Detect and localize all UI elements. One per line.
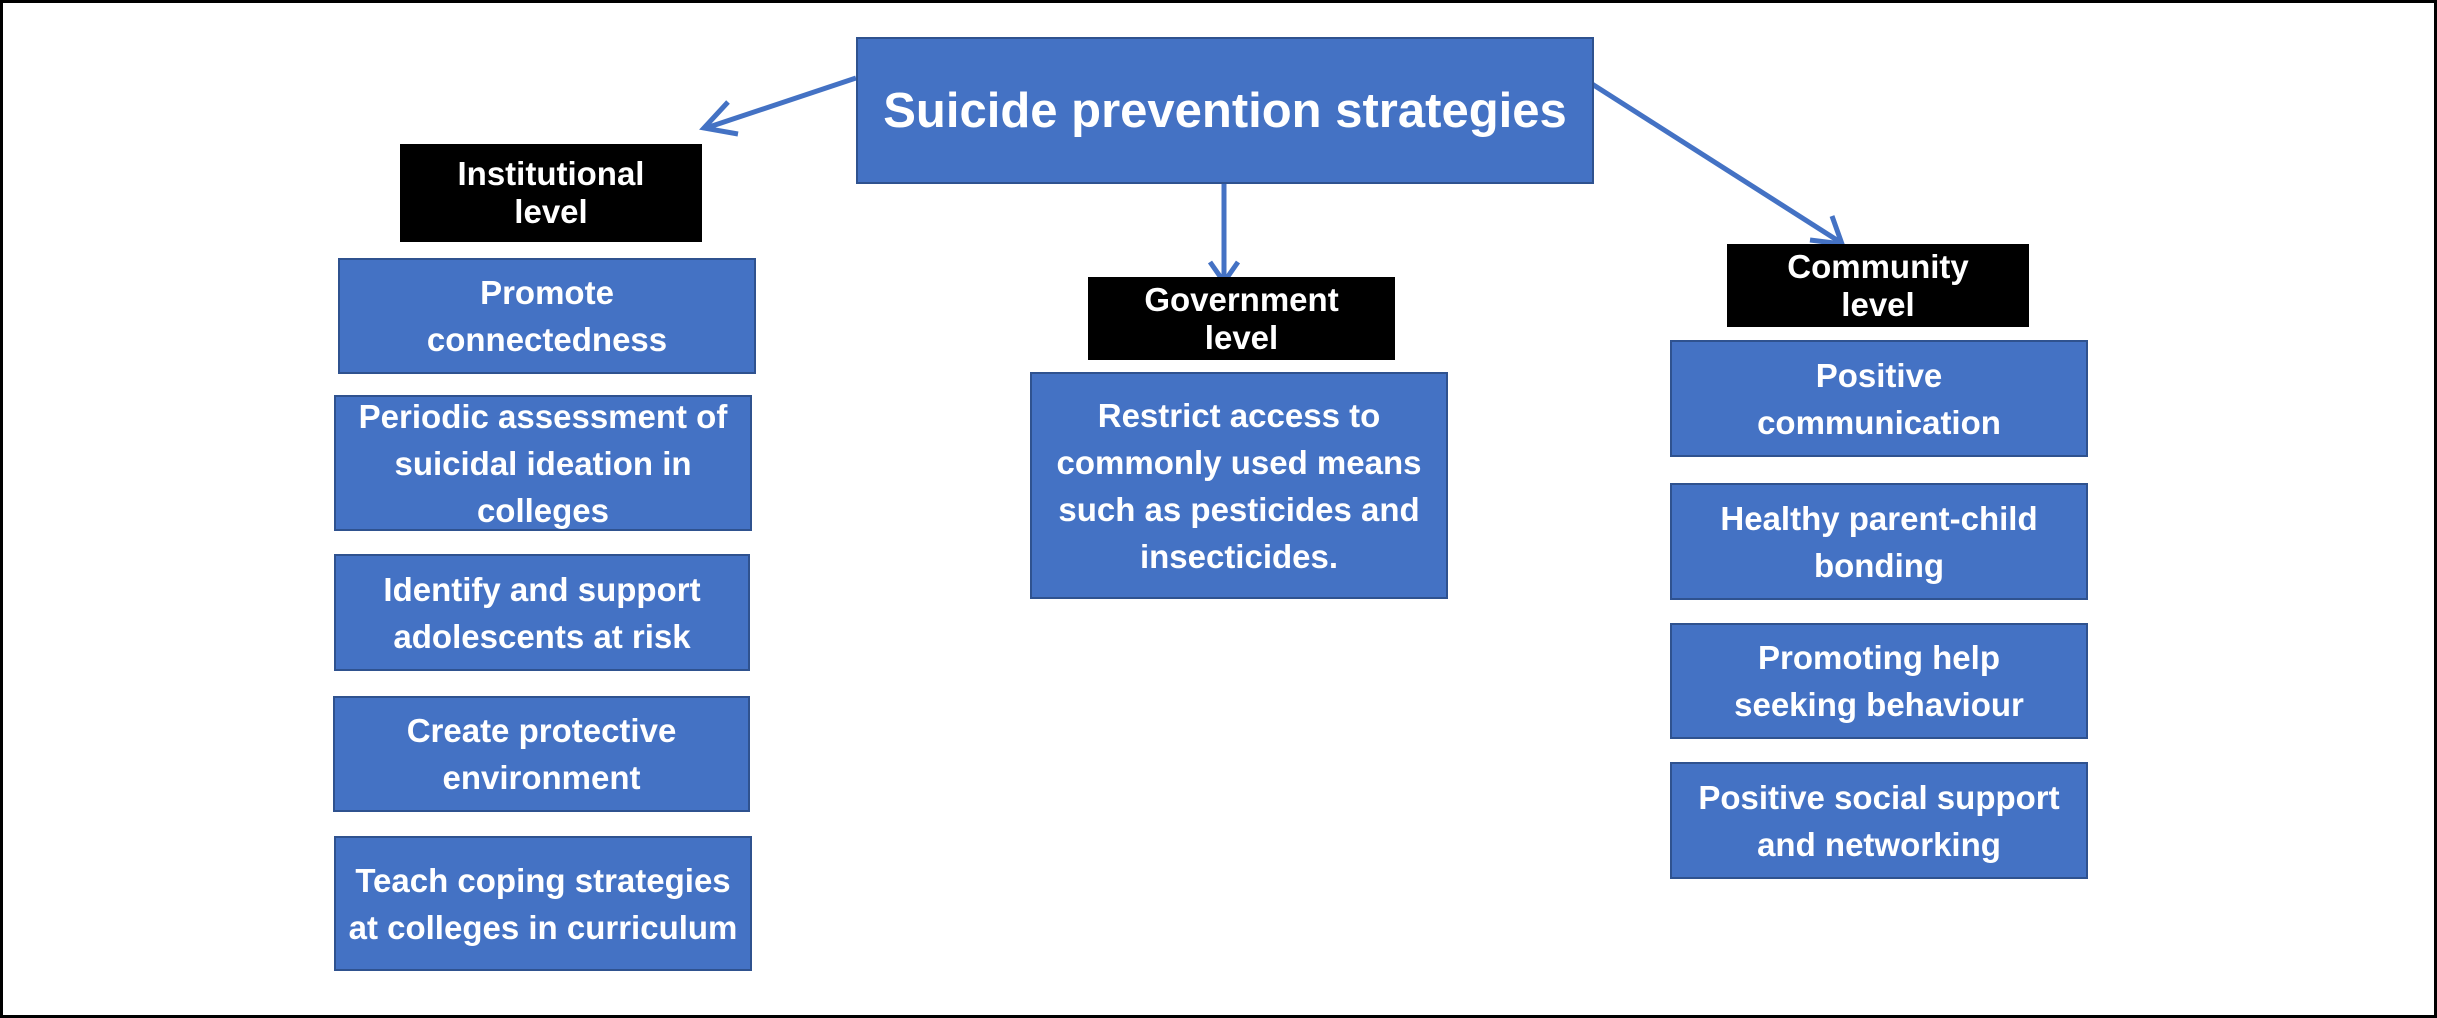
diagram-title: Suicide prevention strategies	[856, 37, 1594, 184]
arrowhead-institutional	[699, 100, 739, 137]
community-item-4: Positive social support and networking	[1670, 762, 2088, 879]
institutional-item-5: Teach coping strategies at colleges in c…	[334, 836, 752, 971]
community-item-1: Positive communication	[1670, 340, 2088, 457]
arrow-to-institutional	[705, 75, 857, 131]
community-item-3: Promoting help seeking behaviour	[1670, 623, 2088, 739]
community-level-header: Community level	[1727, 244, 2029, 327]
institutional-item-4: Create protective environment	[333, 696, 750, 812]
government-level-header: Government level	[1088, 277, 1395, 360]
arrow-to-community	[1590, 81, 1842, 245]
institutional-item-3: Identify and support adolescents at risk	[334, 554, 750, 671]
institutional-item-2: Periodic assessment of suicidal ideation…	[334, 395, 752, 531]
government-item-1: Restrict access to commonly used means s…	[1030, 372, 1448, 599]
community-item-2: Healthy parent-child bonding	[1670, 483, 2088, 600]
institutional-item-1: Promote connectedness	[338, 258, 756, 374]
institutional-level-header: Institutional level	[400, 144, 702, 242]
